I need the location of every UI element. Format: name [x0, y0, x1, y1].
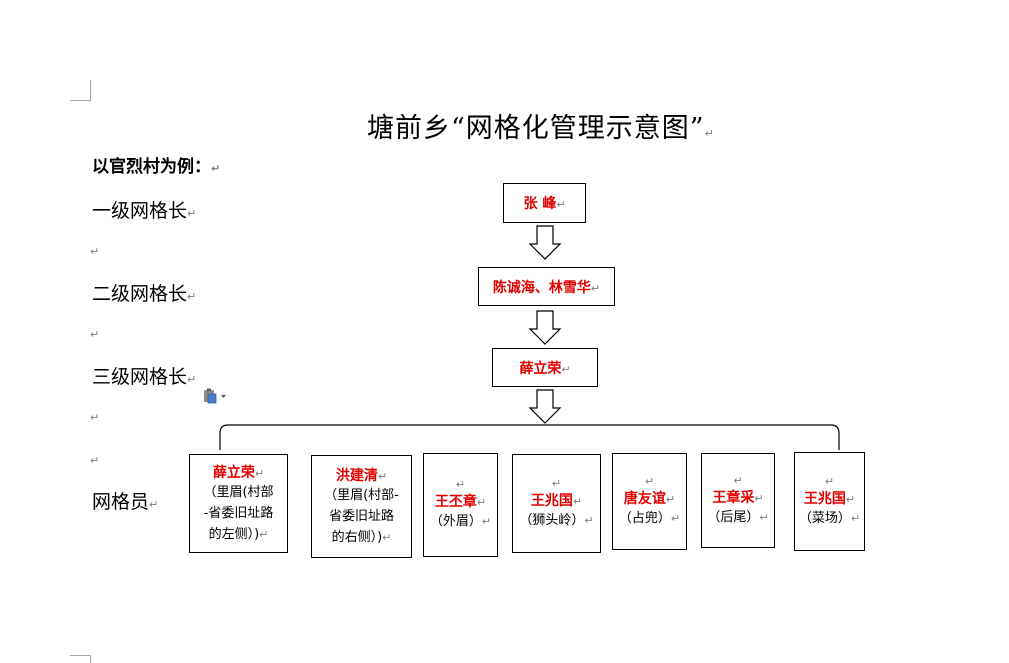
down-arrow-3	[528, 389, 562, 424]
member-name: 王章采	[712, 489, 755, 506]
page-corner-mark-bottom	[70, 655, 91, 663]
member-area-line: （菜场）↵	[798, 510, 861, 526]
paragraph-mark: ↵	[187, 373, 197, 386]
level3-name: 薛立荣	[519, 360, 562, 377]
empty-paragraph: ↵	[90, 411, 100, 424]
paragraph-mark: ↵	[824, 474, 835, 488]
member-area-line: （里眉(村部	[203, 485, 274, 500]
paragraph-mark: ↵	[254, 467, 265, 480]
member-box-4: ↵ 王兆国↵ （狮头岭）↵	[512, 454, 601, 553]
level2-name: 陈诚海、林雪华	[492, 279, 591, 296]
paragraph-mark: ↵	[556, 198, 566, 211]
member-box-1: 薛立荣↵ （里眉(村部 -省委旧址路 的左侧）)↵	[189, 454, 288, 553]
paragraph-mark: ↵	[211, 162, 221, 175]
member-box-6: ↵ 王章采↵ （后尾）↵	[701, 453, 775, 548]
document-title: 塘前乡“网格化管理示意图”↵	[367, 113, 715, 144]
member-box-7: ↵ 王兆国↵ （菜场）↵	[794, 452, 865, 551]
member-bracket	[219, 424, 840, 450]
paragraph-mark: ↵	[704, 127, 715, 140]
member-box-2: 洪建清↵ （里眉(村部- 省委旧址路 的右侧）)↵	[311, 455, 412, 558]
level2-box: 陈诚海、林雪华↵	[478, 267, 615, 306]
member-name: 唐友谊	[623, 490, 666, 507]
member-box-5: ↵ 唐友谊↵ （占兜）↵	[612, 453, 687, 550]
down-arrow-1	[528, 225, 562, 260]
member-area-line: 的右侧）)↵	[331, 530, 392, 545]
paragraph-mark: ↵	[476, 496, 487, 509]
paragraph-mark: ↵	[455, 478, 466, 491]
paragraph-mark: ↵	[187, 207, 197, 220]
paragraph-mark: ↵	[590, 281, 601, 295]
clipboard-paste-icon[interactable]	[202, 388, 226, 404]
level3-box: 薛立荣↵	[492, 348, 598, 387]
paragraph-mark: ↵	[644, 474, 655, 488]
empty-paragraph: ↵	[90, 328, 100, 341]
paragraph-mark: ↵	[377, 470, 388, 483]
member-area-line: 省委旧址路	[328, 509, 394, 524]
member-name: 王丕章	[434, 494, 477, 510]
paragraph-mark: ↵	[845, 492, 856, 506]
level-label-3: 三级网格长↵	[92, 366, 197, 388]
page-corner-mark-top	[70, 80, 91, 101]
member-name: 王兆国	[530, 492, 573, 509]
member-area-line: （后尾）↵	[707, 509, 769, 525]
paragraph-mark: ↵	[187, 290, 197, 303]
paragraph-mark: ↵	[551, 476, 562, 490]
member-area-line: （占兜）↵	[618, 510, 681, 526]
paragraph-mark: ↵	[561, 362, 571, 376]
paragraph-mark: ↵	[149, 498, 159, 511]
member-box-3: ↵ 王丕章↵ （外眉）↵	[423, 453, 498, 557]
paragraph-mark: ↵	[665, 492, 676, 506]
paragraph-mark: ↵	[754, 491, 764, 505]
down-arrow-2	[528, 310, 562, 345]
member-name: 洪建清	[335, 468, 378, 484]
empty-paragraph: ↵	[90, 245, 100, 258]
member-area-line: （狮头岭）↵	[519, 512, 594, 528]
member-area-line: 的左侧）)↵	[208, 527, 269, 542]
member-name: 王兆国	[803, 490, 846, 507]
member-area-line: （外眉）↵	[429, 514, 492, 529]
member-name: 薛立荣	[212, 465, 255, 481]
level-label-2: 二级网格长↵	[92, 283, 197, 305]
level1-box: 张 峰↵	[503, 183, 586, 223]
level1-name: 张 峰	[523, 196, 557, 212]
level-label-1: 一级网格长↵	[92, 200, 197, 222]
member-area-line: （里眉(村部-	[324, 488, 399, 503]
level-label-4: 网格员↵	[92, 491, 159, 513]
paragraph-mark: ↵	[572, 494, 583, 508]
empty-paragraph: ↵	[90, 454, 100, 467]
paragraph-mark: ↵	[733, 473, 743, 487]
member-area-line: -省委旧址路	[203, 506, 274, 521]
document-subtitle: 以官烈村为例：↵	[92, 157, 221, 177]
